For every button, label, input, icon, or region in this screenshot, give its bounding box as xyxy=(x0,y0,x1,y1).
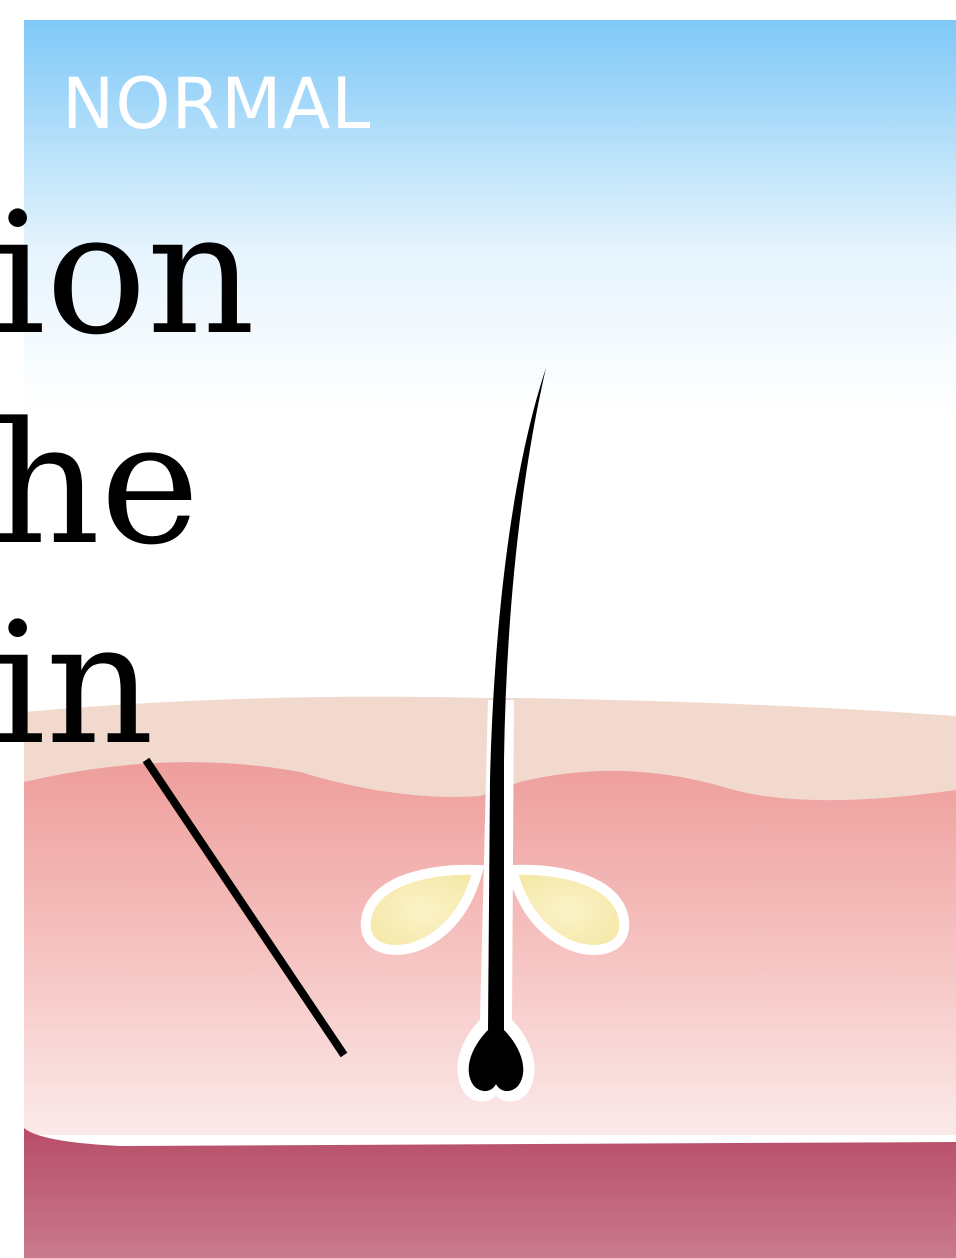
subcutaneous-layer xyxy=(24,1128,956,1258)
panel-title: NORMAL xyxy=(62,62,371,146)
caption-fragment-2: he xyxy=(0,400,200,568)
caption-fragment-1: ion xyxy=(0,190,255,358)
caption-fragment-3: in xyxy=(0,600,154,768)
